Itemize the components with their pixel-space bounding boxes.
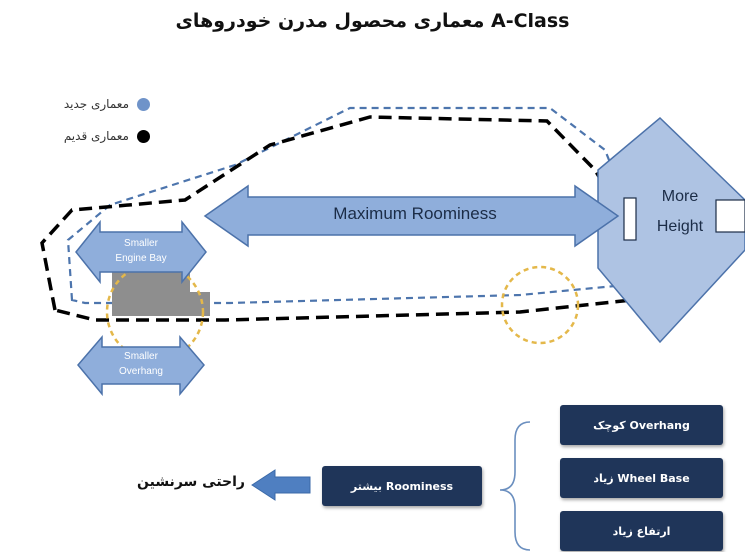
box-wheelbase: Wheel Base زیاد xyxy=(560,458,723,498)
comfort-arrow xyxy=(251,469,311,501)
box-height: ارتفاع زیاد xyxy=(560,511,723,551)
more-height-label-1: More xyxy=(661,188,699,205)
more-height-label-2: Height xyxy=(656,218,704,235)
legend-new-dot-icon xyxy=(137,97,150,111)
comfort-label: راحتی سرنشین xyxy=(137,474,245,490)
box-roominess: Roominess بیشتر xyxy=(322,466,482,506)
overhang-arrow xyxy=(77,334,205,397)
page-title: معماری محصول مدرن خودروهای A-Class xyxy=(175,10,570,32)
legend-new-label: معماری جدید xyxy=(63,97,129,111)
engine-bay-label-2: Engine Bay xyxy=(115,253,167,264)
rear-wheel-circle xyxy=(500,265,580,345)
max-roominess-arrow xyxy=(203,184,620,248)
max-roominess-label: Maximum Roominess xyxy=(333,204,497,223)
overhang-label-2: Overhang xyxy=(119,366,163,377)
legend-old: معماری قدیم xyxy=(10,126,150,146)
overhang-label-1: Smaller xyxy=(124,351,158,362)
engine-bay-label-1: Smaller xyxy=(124,238,158,249)
engine-bay-arrow xyxy=(75,219,207,285)
legend-new: معماری جدید xyxy=(10,94,150,114)
more-height-bar-right xyxy=(715,199,745,233)
legend-old-label: معماری قدیم xyxy=(63,129,129,143)
more-height-bar-left xyxy=(623,197,637,241)
brace xyxy=(499,421,531,551)
legend-old-dot-icon xyxy=(137,129,150,143)
old-car-outline xyxy=(40,115,634,322)
box-overhang: Overhang کوچک xyxy=(560,405,723,445)
more-height-shape xyxy=(597,116,745,344)
